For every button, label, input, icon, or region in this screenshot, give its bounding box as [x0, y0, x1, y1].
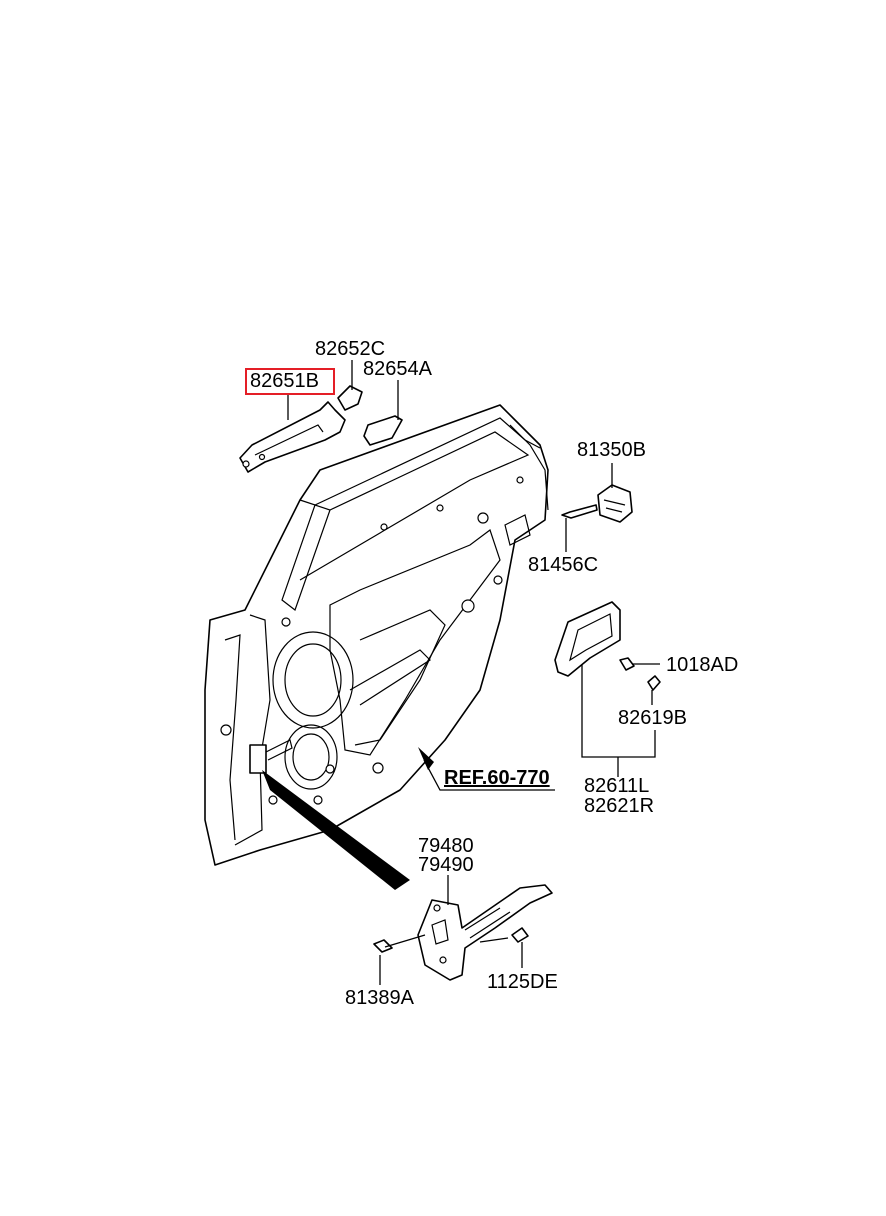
bolt-81389A	[373, 939, 393, 953]
screw-1018AD	[619, 657, 635, 671]
label-82651B[interactable]: 82651B	[250, 370, 319, 392]
inside-handle	[554, 601, 621, 677]
label-ref-60-770[interactable]: REF.60-770	[444, 767, 550, 789]
highlight-box	[245, 368, 335, 395]
label-81456C[interactable]: 81456C	[528, 554, 599, 576]
label-81350B[interactable]: 81350B	[577, 439, 646, 461]
cap-82619B	[647, 675, 661, 691]
label-79480[interactable]: 79480	[418, 835, 474, 857]
bolt-1125DE	[511, 927, 529, 943]
label-82611L[interactable]: 82611L	[584, 775, 650, 797]
outside-handle	[239, 401, 346, 473]
label-79490[interactable]: 79490	[418, 854, 474, 876]
cable-wedge	[262, 770, 410, 890]
label-82619B[interactable]: 82619B	[618, 707, 687, 729]
striker-81350B	[597, 484, 633, 523]
handle-pad-82654A	[363, 415, 403, 446]
label-1125DE[interactable]: 1125DE	[487, 971, 558, 993]
label-82652C[interactable]: 82652C	[315, 338, 386, 360]
bolt-81456C	[561, 504, 598, 519]
leader-lines	[287, 360, 660, 985]
label-82654A[interactable]: 82654A	[363, 358, 432, 380]
rear-door-panel	[204, 404, 549, 866]
handle-cap-82652C	[337, 385, 363, 411]
door-checker	[417, 884, 553, 981]
label-82621R[interactable]: 82621R	[584, 795, 655, 817]
label-81389A[interactable]: 81389A	[345, 987, 414, 1009]
label-1018AD[interactable]: 1018AD	[666, 654, 739, 676]
